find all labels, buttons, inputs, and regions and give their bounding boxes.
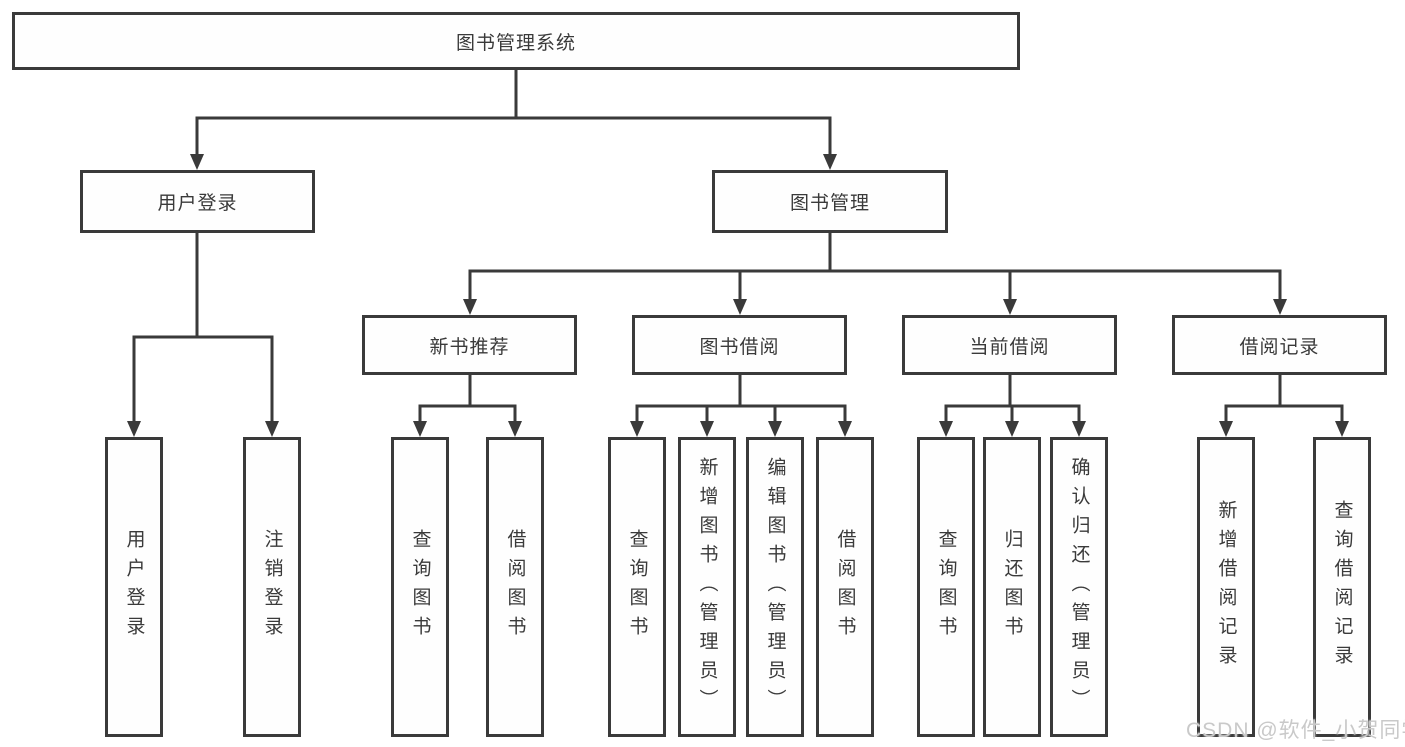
node-current-borrow: 当前借阅 — [902, 315, 1117, 375]
node-book-borrow: 图书借阅 — [632, 315, 847, 375]
node-root: 图书管理系统 — [12, 12, 1020, 70]
leaf-records-add: 新增借阅记录 — [1197, 437, 1255, 737]
leaf-current-confirm-admin: 确认归还（管理员） — [1050, 437, 1108, 737]
leaf-borrow-edit-admin: 编辑图书（管理员） — [746, 437, 804, 737]
leaf-current-query: 查询图书 — [917, 437, 975, 737]
csdn-watermark: CSDN @软件_小贺同学 — [1186, 719, 1405, 742]
leaf-borrow-query-label: 查询图书 — [626, 529, 648, 645]
leaf-newbook-borrow-label: 借阅图书 — [504, 529, 526, 645]
leaf-current-return: 归还图书 — [983, 437, 1041, 737]
leaf-current-confirm-admin-label: 确认归还（管理员） — [1068, 456, 1090, 718]
leaf-borrow-borrow-label: 借阅图书 — [834, 529, 856, 645]
node-new-book-recommend: 新书推荐 — [362, 315, 577, 375]
leaf-borrow-borrow: 借阅图书 — [816, 437, 874, 737]
leaf-borrow-add-admin-label: 新增图书（管理员） — [696, 456, 718, 718]
leaf-records-query: 查询借阅记录 — [1313, 437, 1371, 737]
leaf-current-return-label: 归还图书 — [1001, 529, 1023, 645]
leaf-records-add-label: 新增借阅记录 — [1215, 500, 1237, 674]
leaf-user-login: 用户登录 — [105, 437, 163, 737]
leaf-borrow-edit-admin-label: 编辑图书（管理员） — [764, 456, 786, 718]
leaf-current-query-label: 查询图书 — [935, 529, 957, 645]
leaf-newbook-query-label: 查询图书 — [409, 529, 431, 645]
leaf-user-login-label: 用户登录 — [123, 529, 145, 645]
node-borrow-records: 借阅记录 — [1172, 315, 1387, 375]
node-user-login: 用户登录 — [80, 170, 315, 233]
leaf-logout: 注销登录 — [243, 437, 301, 737]
leaf-newbook-query: 查询图书 — [391, 437, 449, 737]
leaf-borrow-query: 查询图书 — [608, 437, 666, 737]
leaf-logout-label: 注销登录 — [261, 529, 283, 645]
leaf-newbook-borrow: 借阅图书 — [486, 437, 544, 737]
node-book-management: 图书管理 — [712, 170, 948, 233]
leaf-borrow-add-admin: 新增图书（管理员） — [678, 437, 736, 737]
leaf-records-query-label: 查询借阅记录 — [1331, 500, 1353, 674]
